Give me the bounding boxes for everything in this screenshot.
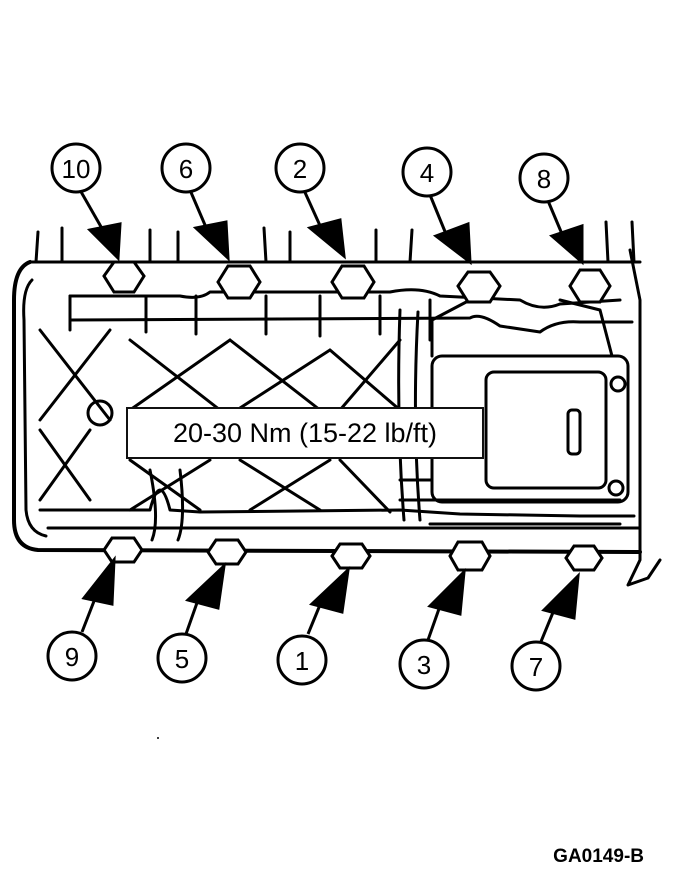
arrow-6	[192, 220, 230, 262]
bolt-head-10	[102, 260, 146, 294]
callout-label-1: 1	[295, 646, 309, 676]
callout-circle-1	[276, 634, 328, 686]
rib-blocks	[68, 294, 432, 342]
callout-circle-5	[156, 632, 208, 684]
callout-circle-3	[398, 638, 450, 690]
leader-9	[80, 595, 98, 633]
callout-label-7: 7	[529, 652, 543, 682]
arrow-1	[309, 565, 351, 614]
oil-pan-inner-outline	[22, 278, 48, 538]
bolt-head-4	[456, 270, 502, 304]
arrow-4	[432, 221, 472, 266]
bolt-head-5	[206, 538, 248, 566]
callout-circle-9	[46, 630, 98, 682]
bolt-head-8	[568, 268, 612, 304]
callout-label-9: 9	[65, 642, 79, 672]
callout-circle-10	[50, 142, 102, 194]
arrow-7	[541, 571, 580, 620]
cover-plate-inner	[484, 370, 608, 490]
drain-hole	[86, 399, 114, 427]
leader-7	[538, 609, 556, 645]
leader-2	[301, 187, 324, 231]
callout-label-3: 3	[417, 650, 431, 680]
scan-dot	[157, 737, 159, 739]
callout-circle-7	[510, 640, 562, 692]
callout-circle-6	[160, 142, 212, 194]
bolt-head-9	[102, 536, 144, 564]
callout-label-5: 5	[175, 644, 189, 674]
oil-pan-outline	[12, 260, 642, 554]
leader-10	[78, 189, 106, 233]
arrow-5	[185, 561, 227, 610]
arrow-8	[549, 223, 584, 266]
cover-slot	[566, 408, 582, 456]
block-right-edge	[626, 248, 662, 587]
bottom-rail-curve	[148, 468, 185, 542]
arrow-2	[306, 218, 346, 260]
callout-circle-2	[274, 142, 326, 194]
cover-hole-bottom	[607, 479, 625, 497]
cross-bracing	[38, 328, 402, 514]
callout-label-6: 6	[179, 154, 193, 184]
callout-label-4: 4	[420, 158, 434, 188]
arrow-10	[86, 222, 122, 262]
callout-label-10: 10	[62, 154, 91, 184]
torque-spec-label: 20-30 Nm (15-22 lb/ft)	[126, 407, 484, 459]
bolt-head-3	[448, 540, 492, 572]
top-rail-lower	[68, 314, 634, 334]
figure-id: GA0149-B	[553, 846, 644, 867]
arrow-9	[81, 555, 116, 606]
leader-4	[426, 189, 448, 235]
arrow-3	[427, 567, 466, 616]
bolt-head-2	[330, 264, 376, 300]
callout-label-2: 2	[293, 154, 307, 184]
leader-5	[184, 599, 200, 635]
cover-hole-top	[609, 375, 627, 393]
leader-3	[426, 605, 442, 641]
bolt-head-1	[330, 542, 372, 570]
callout-circle-4	[401, 146, 453, 198]
bolt-head-7	[564, 544, 604, 572]
callout-label-8: 8	[537, 164, 551, 194]
bolt-head-6	[216, 264, 262, 300]
block-stubs	[34, 220, 636, 264]
callout-circle-8	[518, 152, 570, 204]
